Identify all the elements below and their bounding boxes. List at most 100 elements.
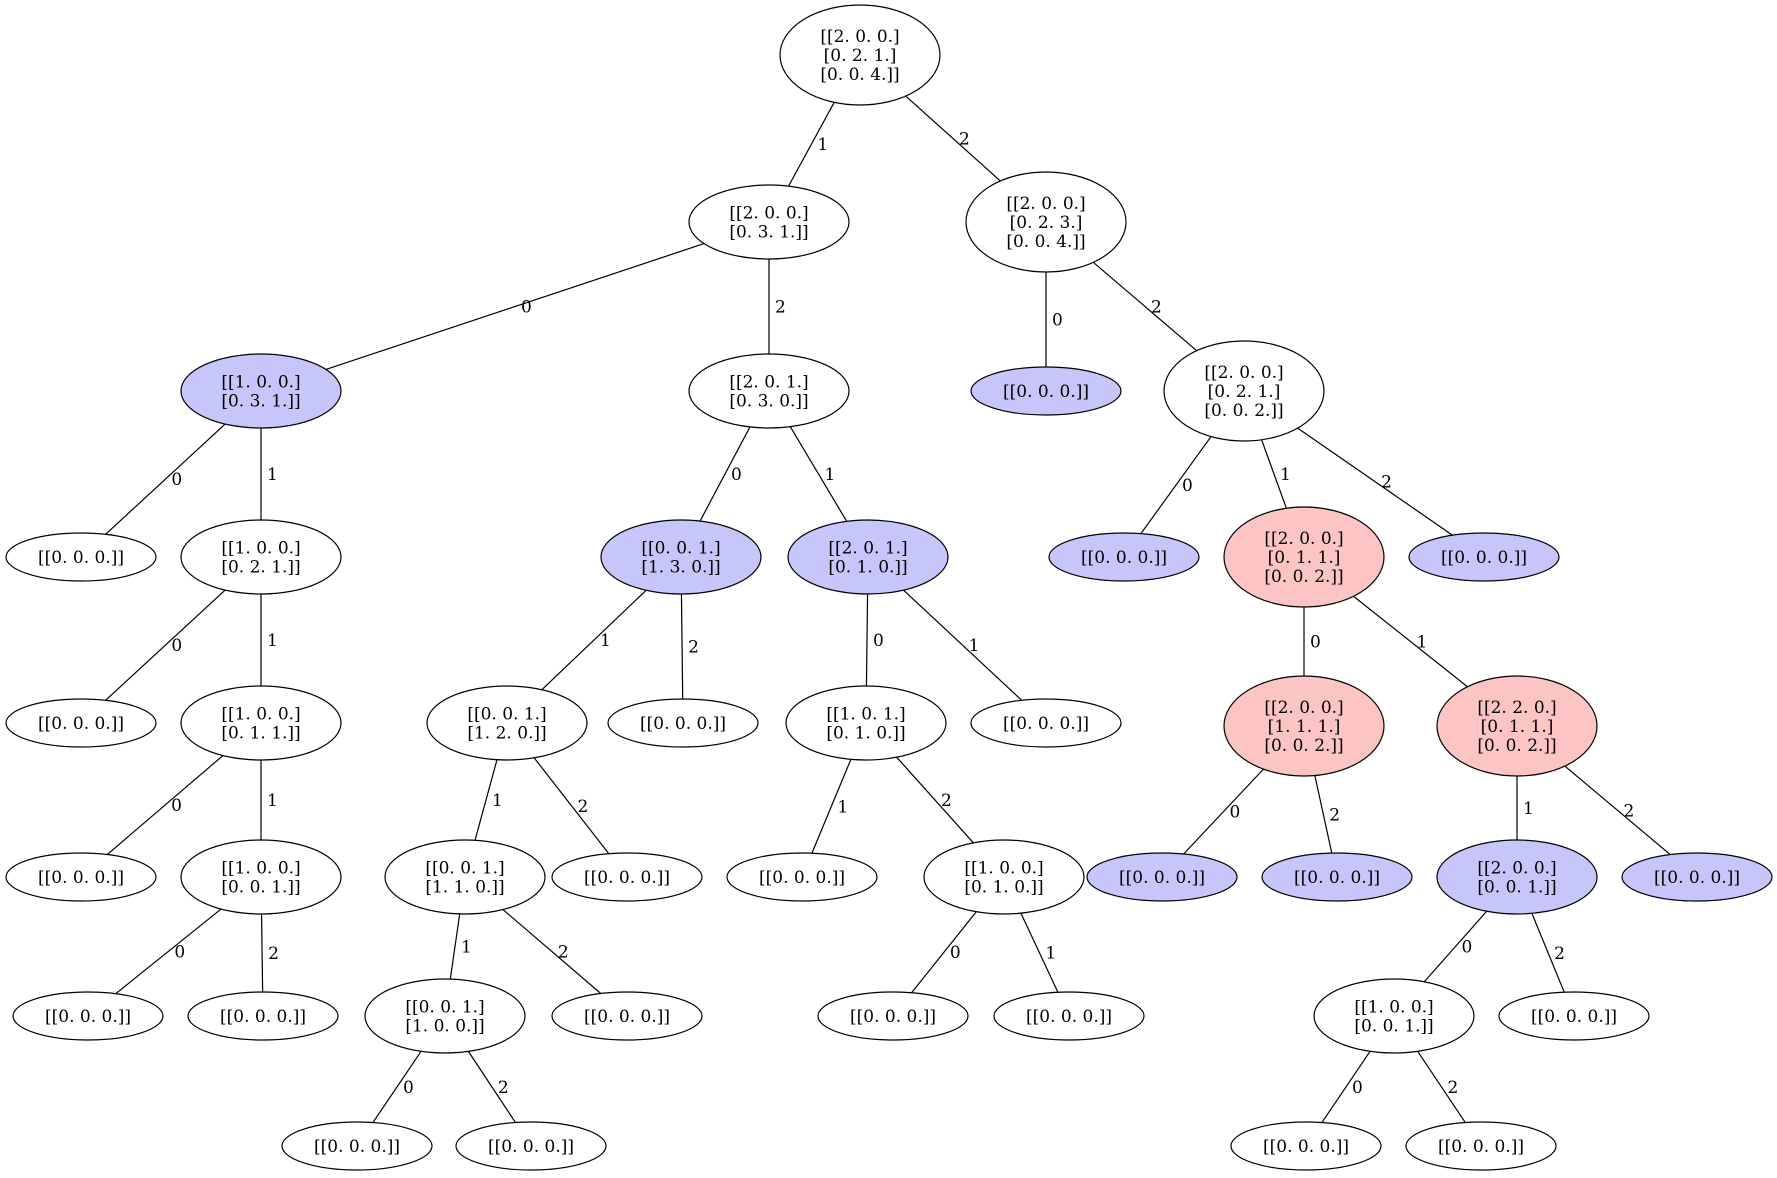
edge-label: 1 <box>825 465 836 485</box>
node-ellipse <box>426 685 588 761</box>
tree-edge: 2 <box>1092 261 1198 352</box>
edge-label: 0 <box>1352 1078 1363 1098</box>
edge-label: 2 <box>1554 944 1565 964</box>
edge-label: 2 <box>1447 1078 1458 1098</box>
edge-line <box>1314 775 1333 854</box>
edge-line <box>1183 768 1264 855</box>
edge-label: 1 <box>461 938 472 958</box>
node-matrix-row: [[0. 0. 0.]] <box>45 1007 131 1027</box>
node-matrix-row: [1. 3. 0.]] <box>641 558 720 578</box>
tree-node: [[1. 0. 0.] [0. 0. 1.]] <box>1313 978 1475 1054</box>
tree-edge: 0 <box>105 589 226 701</box>
edge-label: 2 <box>959 130 970 150</box>
node-matrix-row: [[0. 0. 0.]] <box>1531 1007 1617 1027</box>
node-ellipse <box>787 519 949 595</box>
tree-node: [[0. 0. 0.]] <box>1621 852 1773 902</box>
node-ellipse <box>5 532 157 582</box>
node-matrix-row: [0. 0. 4.]] <box>1006 232 1085 252</box>
edge-line <box>1531 913 1565 993</box>
tree-node: [[0. 0. 1.] [1. 1. 0.]] <box>384 839 546 915</box>
tree-edge: 1 <box>449 913 472 980</box>
tree-edge: 2 <box>1314 775 1340 854</box>
node-matrix-row: [[1. 0. 1.] <box>826 705 905 725</box>
tree-node: [[1. 0. 1.] [0. 1. 0.]] <box>785 685 947 761</box>
tree-node: [[0. 0. 0.]] <box>1086 852 1238 902</box>
tree-node: [[0. 0. 0.]] <box>5 532 157 582</box>
node-ellipse <box>600 519 762 595</box>
node-matrix-row: [[0. 0. 0.]] <box>584 868 670 888</box>
tree-node: [[2. 0. 1.] [0. 3. 0.]] <box>688 353 850 429</box>
node-ellipse <box>5 852 157 902</box>
edge-line <box>1297 427 1453 536</box>
tree-edge: 0 <box>106 755 224 855</box>
node-ellipse <box>12 991 164 1041</box>
edge-label: 1 <box>969 636 980 656</box>
edge-line <box>325 243 705 370</box>
edge-label: 0 <box>174 942 185 962</box>
edge-label: 1 <box>600 631 611 651</box>
tree-node: [[0. 0. 1.] [1. 2. 0.]] <box>426 685 588 761</box>
node-ellipse <box>551 852 703 902</box>
node-ellipse <box>688 353 850 429</box>
node-ellipse <box>1313 978 1475 1054</box>
tree-edge: 2 <box>896 756 974 844</box>
node-matrix-row: [[2. 0. 0.] <box>1006 194 1085 214</box>
node-ellipse <box>1621 852 1773 902</box>
edge-line <box>1353 595 1468 688</box>
node-ellipse <box>187 991 339 1041</box>
tree-edge: 2 <box>533 757 610 855</box>
edge-line <box>1140 436 1212 534</box>
edge-line <box>502 909 602 994</box>
tree-node: [[0. 0. 0.]] <box>455 1121 607 1171</box>
node-matrix-row: [[0. 0. 0.]] <box>1654 868 1740 888</box>
edge-line <box>788 102 835 187</box>
edge-label: 2 <box>1329 805 1340 825</box>
node-matrix-row: [[0. 0. 0.]] <box>1119 868 1205 888</box>
node-matrix-row: [[1. 0. 0.] <box>1354 998 1433 1018</box>
node-matrix-row: [[1. 0. 0.] <box>221 705 300 725</box>
edge-label: 1 <box>267 465 278 485</box>
tree-edge: 1 <box>541 589 647 691</box>
edge-line <box>905 95 1001 182</box>
tree-edge: 1 <box>788 102 835 187</box>
tree-node: [[0. 0. 0.]] <box>5 698 157 748</box>
tree-edge: 1 <box>474 759 503 841</box>
tree-node: [[1. 0. 0.] [0. 0. 1.]] <box>180 839 342 915</box>
node-matrix-row: [[0. 0. 0.]] <box>1441 548 1527 568</box>
tree-edge: 0 <box>699 426 751 522</box>
edge-line <box>1321 1050 1371 1123</box>
node-ellipse <box>785 685 947 761</box>
tree-edge: 0 <box>1303 607 1321 676</box>
edge-label: 2 <box>558 943 569 963</box>
node-matrix-row: [0. 3. 1.]] <box>221 392 300 412</box>
edge-line <box>911 911 977 994</box>
edge-line <box>372 1050 422 1123</box>
nodes-layer: [[2. 0. 0.] [0. 2. 1.] [0. 0. 4.]][[2. 0… <box>5 4 1773 1171</box>
tree-edge: 0 <box>1423 910 1488 983</box>
edge-line <box>865 593 869 687</box>
node-matrix-row: [[0. 0. 0.]] <box>38 548 124 568</box>
tree-node: [[0. 0. 0.]] <box>1230 1121 1382 1171</box>
node-matrix-row: [0. 3. 0.]] <box>729 392 808 412</box>
tree-edge: 1 <box>1353 595 1468 688</box>
node-ellipse <box>551 991 703 1041</box>
tree-edge: 2 <box>1417 1051 1466 1123</box>
node-ellipse <box>455 1121 607 1171</box>
tree-node: [[0. 0. 0.]] <box>1048 532 1200 582</box>
edge-label: 2 <box>498 1078 509 1098</box>
node-matrix-row: [[0. 0. 0.]] <box>640 714 726 734</box>
edge-label: 1 <box>267 791 278 811</box>
node-ellipse <box>1223 506 1385 608</box>
edge-label: 2 <box>941 791 952 811</box>
node-matrix-row: [[0. 0. 0.]] <box>38 714 124 734</box>
edge-label: 0 <box>521 298 532 318</box>
tree-edge: 1 <box>260 428 278 520</box>
node-ellipse <box>384 839 546 915</box>
node-matrix-row: [0. 2. 3.] <box>1010 213 1083 233</box>
tree-node: [[2. 0. 0.] [0. 2. 3.] [0. 0. 4.]] <box>965 171 1127 273</box>
node-matrix-row: [[1. 0. 0.] <box>964 859 1043 879</box>
tree-edge: 2 <box>260 913 279 993</box>
tree-node: [[2. 0. 1.] [0. 1. 0.]] <box>787 519 949 595</box>
node-ellipse <box>779 4 941 106</box>
